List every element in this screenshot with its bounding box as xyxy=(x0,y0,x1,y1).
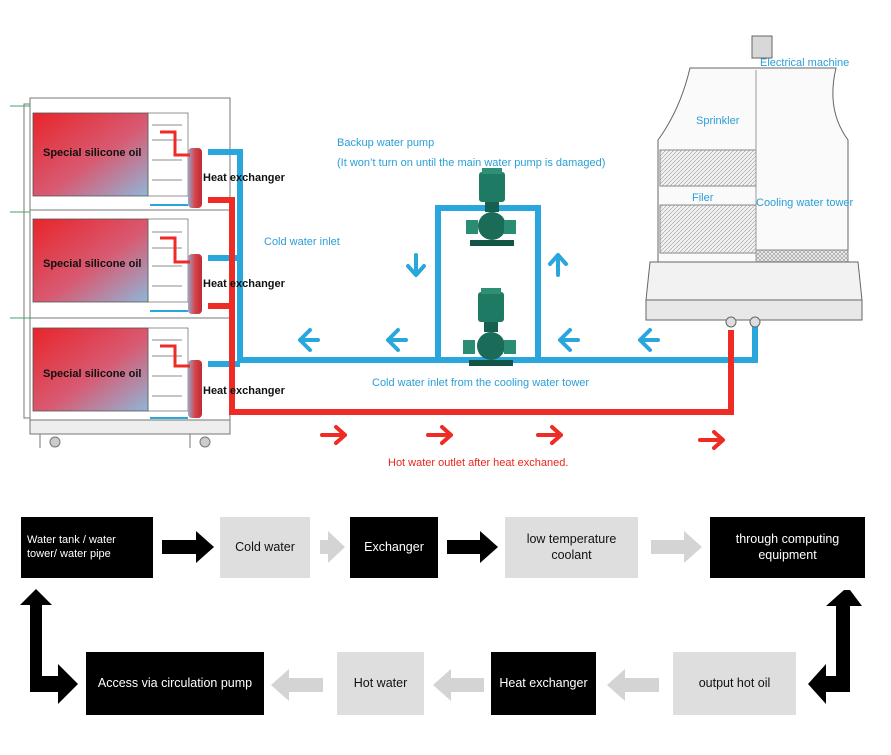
oil-label-2: Special silicone oil xyxy=(43,258,141,270)
exchanger-label-2: Heat exchanger xyxy=(203,278,286,290)
hot-water-label: Hot water xyxy=(353,675,408,690)
exchanger-label-1: Heat exchanger xyxy=(203,172,286,184)
hot-water-pipe xyxy=(208,197,734,415)
hot-water-outlet-label: Hot water outlet after heat exchaned. xyxy=(388,457,568,469)
filer-label: Filer xyxy=(692,192,714,204)
arrow-black-1 xyxy=(162,531,214,563)
arrow-gray-4 xyxy=(433,669,484,701)
heat-exchanger-3 xyxy=(188,360,202,418)
hot-oil-box: output hot oil xyxy=(673,652,796,715)
access-pump-box: Access via circulation pump xyxy=(86,652,264,715)
heat-exchanger-2 xyxy=(188,254,202,314)
oil-label-1: Special silicone oil xyxy=(43,147,141,159)
arrow-black-2 xyxy=(447,531,498,563)
backup-pump-note: (It won’t turn on until the main water p… xyxy=(337,157,605,169)
cold-water-inlet-label: Cold water inlet xyxy=(264,236,340,248)
sprinkler-label: Sprinkler xyxy=(696,115,740,127)
heat-exchanger-label: Heat exchanger xyxy=(499,675,588,690)
computing-label: through computing equipment xyxy=(735,531,840,562)
cooling-tower xyxy=(645,35,863,328)
exchanger-label: Exchanger xyxy=(364,539,424,554)
oil-tank-3 xyxy=(32,327,149,412)
arrow-gray-5 xyxy=(271,669,323,701)
server-rack xyxy=(23,97,231,448)
oil-tank-2 xyxy=(32,218,149,303)
cooling-tower-label: Cooling water tower xyxy=(756,197,854,209)
computing-box: through computing equipment xyxy=(710,517,865,578)
access-pump-label: Access via circulation pump xyxy=(97,675,253,690)
heat-exchanger-box: Heat exchanger xyxy=(491,652,596,715)
cold-inlet-tower-label: Cold water inlet from the cooling water … xyxy=(372,377,589,389)
arrow-gray-3 xyxy=(607,669,659,701)
arrow-elbow-left xyxy=(20,589,78,704)
oil-label-3: Special silicone oil xyxy=(43,368,141,380)
water-source-box: Water tank / water tower/ water pipe xyxy=(21,517,153,578)
arrow-gray-2 xyxy=(651,531,702,563)
backup-pump-title: Backup water pump xyxy=(337,137,434,149)
backup-water-pump xyxy=(466,168,516,246)
exchanger-box: Exchanger xyxy=(350,517,438,578)
arrow-gray-1 xyxy=(320,531,345,563)
hot-oil-label: output hot oil xyxy=(698,675,771,690)
heat-exchanger-1 xyxy=(188,148,202,208)
cold-water-label: Cold water xyxy=(235,539,295,554)
cooling-system-diagram: Special silicone oil Special silicone oi… xyxy=(10,35,863,469)
coolant-label: low temperature coolant xyxy=(526,531,617,562)
exchanger-label-3: Heat exchanger xyxy=(203,385,286,397)
electrical-machine-label: Electrical machine xyxy=(760,57,849,69)
main-water-pump xyxy=(463,288,516,366)
coolant-box: low temperature coolant xyxy=(505,517,638,578)
water-source-label: Water tank / water tower/ water pipe xyxy=(27,533,116,560)
flow-arrows xyxy=(20,531,862,704)
hot-water-box: Hot water xyxy=(337,652,424,715)
cold-water-box: Cold water xyxy=(220,517,310,578)
oil-tank-1 xyxy=(32,112,149,197)
arrow-elbow-right xyxy=(808,590,862,704)
